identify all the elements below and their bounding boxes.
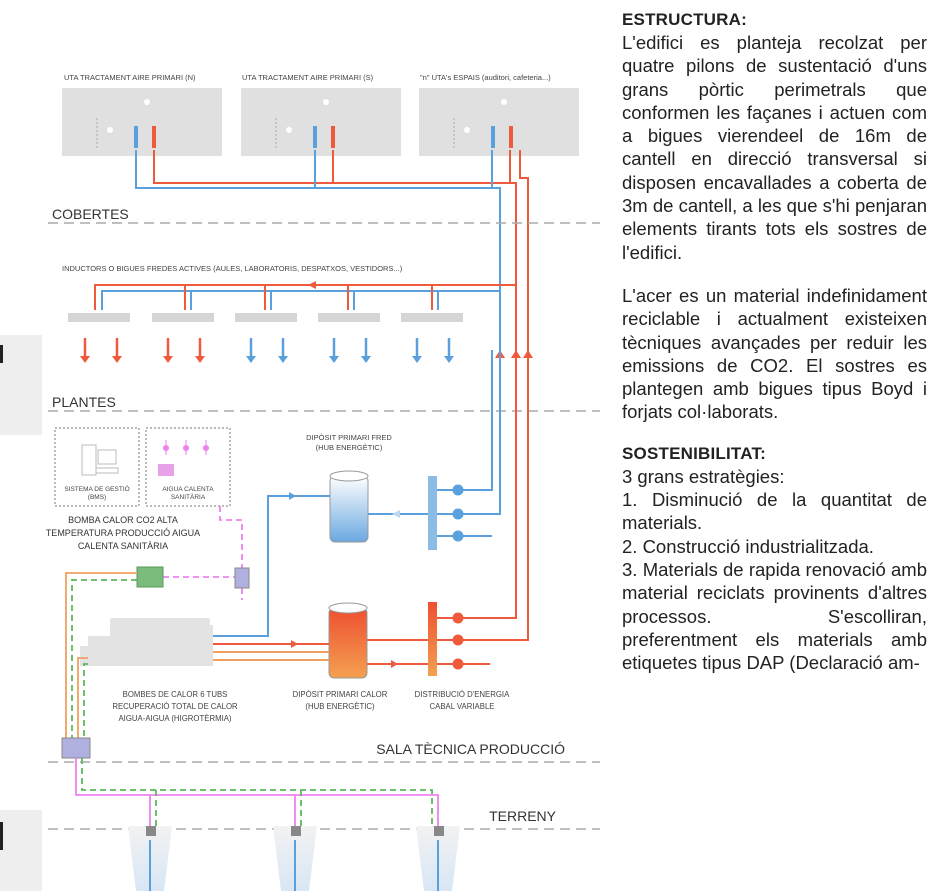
cold-tank bbox=[329, 470, 369, 543]
svg-text:TEMPERATURA PRODUCCIÓ AIGUA: TEMPERATURA PRODUCCIÓ AIGUA bbox=[46, 528, 200, 538]
sostenibilitat-intro: 3 grans estratègies: bbox=[622, 465, 785, 487]
svg-text:DIPÒSIT PRIMARI FRED: DIPÒSIT PRIMARI FRED bbox=[306, 433, 392, 442]
svg-text:AIGUA CALENTA: AIGUA CALENTA bbox=[162, 486, 214, 493]
geothermal-pipes bbox=[75, 758, 439, 891]
diposit-calor-label: DIPÒSIT PRIMARI CALOR (HUB ENERGÈTIC) bbox=[293, 690, 388, 711]
diposit-fred-label: DIPÒSIT PRIMARI FRED (HUB ENERGÈTIC) bbox=[306, 433, 392, 452]
svg-text:DISTRIBUCIÓ D'ENERGIA: DISTRIBUCIÓ D'ENERGIA bbox=[415, 690, 510, 699]
uta-label-n: UTA TRACTAMENT AIRE PRIMARI (N) bbox=[64, 73, 196, 82]
svg-text:(BMS): (BMS) bbox=[88, 494, 106, 501]
cold-distribution bbox=[267, 350, 501, 620]
distribucio-label: DISTRIBUCIÓ D'ENERGIA CABAL VARIABLE bbox=[415, 690, 510, 711]
heat-pump-6-tubs bbox=[80, 618, 213, 666]
cold-return bbox=[213, 620, 269, 637]
inductor-pipes bbox=[94, 281, 517, 350]
bomba-co2-unit bbox=[136, 566, 164, 588]
svg-text:SISTEMA DE GESTIÓ: SISTEMA DE GESTIÓ bbox=[64, 484, 129, 493]
hvac-schematic-diagram: UTA TRACTAMENT AIRE PRIMARI (N) UTA TRAC… bbox=[0, 73, 600, 891]
svg-text:(HUB ENERGÈTIC): (HUB ENERGÈTIC) bbox=[316, 443, 383, 452]
svg-text:AIGUA-AIGUA (HIGROTÈRMIA): AIGUA-AIGUA (HIGROTÈRMIA) bbox=[118, 714, 231, 723]
hot-distribution bbox=[213, 350, 529, 676]
bomba-co2-label: BOMBA CALOR CO2 ALTA TEMPERATURA PRODUCC… bbox=[46, 515, 200, 551]
estructura-title: ESTRUCTURA: bbox=[622, 10, 747, 29]
foundation-piles bbox=[128, 826, 460, 891]
svg-text:BOMBA CALOR CO2 ALTA: BOMBA CALOR CO2 ALTA bbox=[68, 515, 178, 525]
level-terreny: TERRENY bbox=[489, 808, 557, 824]
uta-pipes bbox=[135, 150, 529, 350]
sostenibilitat-title: SOSTENIBILITAT: bbox=[622, 443, 767, 463]
uta-label-s: UTA TRACTAMENT AIRE PRIMARI (S) bbox=[242, 73, 374, 82]
uta-unit-n bbox=[62, 88, 222, 156]
svg-text:CALENTA SANITÀRIA: CALENTA SANITÀRIA bbox=[78, 541, 168, 551]
acs-exchanger bbox=[234, 567, 250, 589]
bms-box: SISTEMA DE GESTIÓ (BMS) bbox=[54, 427, 140, 507]
level-plantes: PLANTES bbox=[52, 394, 116, 410]
text-column: ESTRUCTURA: L'edifici es planteja recolz… bbox=[622, 10, 927, 674]
sostenibilitat-item-1: 1. Disminució de la quantitat de materia… bbox=[622, 489, 927, 534]
sostenibilitat-item-3: 3. Materials de rapida renovació amb mat… bbox=[622, 558, 927, 674]
uta-label-espais: "n" UTA's ESPAIS (auditori, cafeteria...… bbox=[420, 73, 551, 82]
bombes-6tubs-label: BOMBES DE CALOR 6 TUBS RECUPERACIÓ TOTAL… bbox=[112, 690, 238, 723]
estructura-paragraph-2: L'acer es un material indefinidament rec… bbox=[622, 284, 927, 423]
svg-text:BOMBES DE CALOR 6 TUBS: BOMBES DE CALOR 6 TUBS bbox=[123, 690, 228, 699]
estructura-paragraph-1: L'edifici es planteja recolzat per quatr… bbox=[622, 32, 927, 263]
inductors-label: INDUCTORS O BIGUES FREDES ACTIVES (AULES… bbox=[62, 264, 403, 273]
uta-unit-espais bbox=[419, 88, 579, 156]
level-sala-tecnica: SALA TÈCNICA PRODUCCIÓ bbox=[376, 741, 565, 757]
geo-exchanger bbox=[61, 737, 91, 759]
uta-unit-s bbox=[241, 88, 401, 156]
hot-tank bbox=[328, 602, 368, 679]
edge-shadow bbox=[0, 810, 42, 891]
air-flow-arrows bbox=[80, 338, 454, 363]
svg-text:DIPÒSIT PRIMARI CALOR: DIPÒSIT PRIMARI CALOR bbox=[293, 690, 388, 699]
svg-text:SANITÀRIA: SANITÀRIA bbox=[171, 492, 206, 501]
svg-text:(HUB ENERGÈTIC): (HUB ENERGÈTIC) bbox=[305, 702, 375, 711]
level-cobertes: COBERTES bbox=[52, 206, 129, 222]
inductor-panels bbox=[68, 313, 463, 322]
edge-shadow bbox=[0, 335, 42, 435]
acs-pipes bbox=[163, 506, 243, 600]
geo-loop bbox=[65, 572, 137, 738]
sostenibilitat-item-2: 2. Construcció industrialitzada. bbox=[622, 535, 874, 557]
aigua-calenta-box: AIGUA CALENTA SANITÀRIA bbox=[145, 427, 231, 507]
svg-text:CABAL VARIABLE: CABAL VARIABLE bbox=[429, 702, 494, 711]
svg-text:RECUPERACIÓ TOTAL DE CALOR: RECUPERACIÓ TOTAL DE CALOR bbox=[112, 702, 238, 711]
